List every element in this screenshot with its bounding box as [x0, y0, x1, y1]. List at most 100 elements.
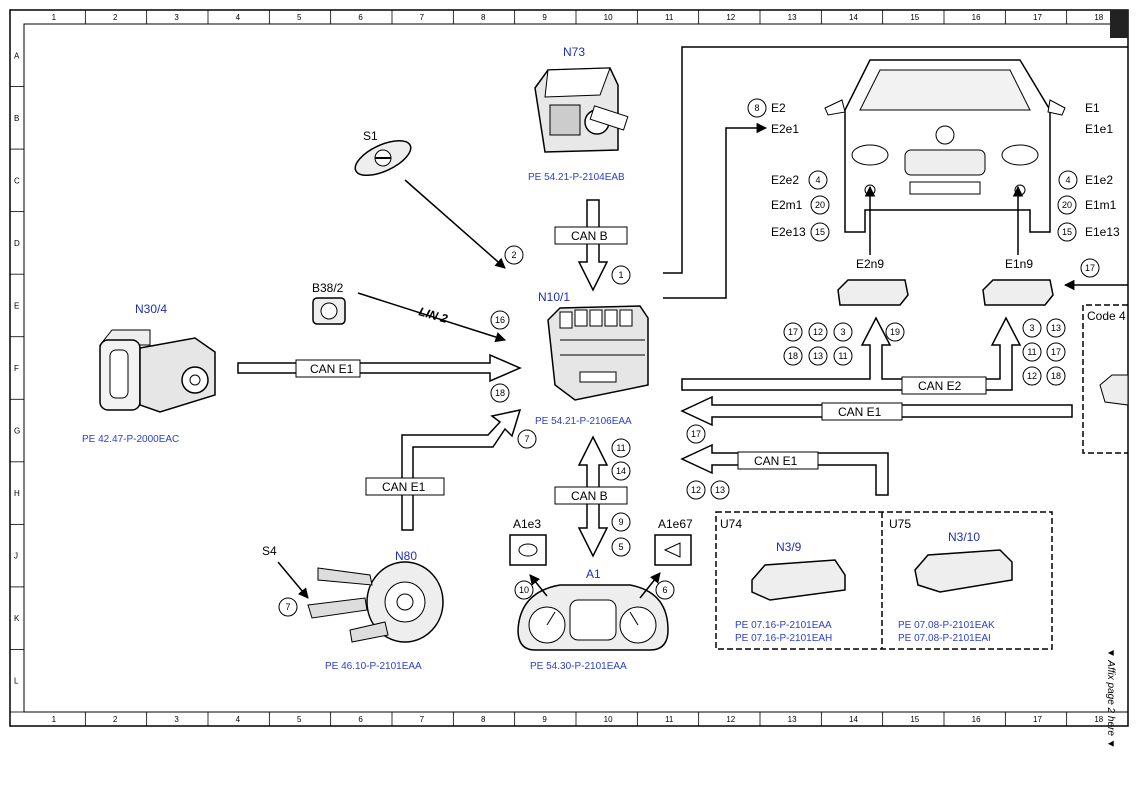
grid-column-label: 7	[420, 13, 425, 22]
n30-4-ref[interactable]: PE 42.47-P-2000EAC	[82, 434, 179, 445]
s4-label: S4	[262, 544, 277, 558]
can-b-top-label: CAN B	[571, 229, 608, 243]
grid-row-label: B	[14, 114, 19, 123]
n3-9-label: N3/9	[776, 540, 802, 554]
connector-marker	[783, 322, 803, 342]
grid-column-label: 6	[358, 13, 363, 22]
connector-marker	[514, 580, 534, 600]
lin2-label: LIN 2	[417, 304, 449, 326]
connector-marker-number: 4	[815, 175, 820, 185]
e1e2-label: E1e2	[1085, 173, 1113, 187]
connector-marker	[490, 310, 510, 330]
grid-column-label: 13	[788, 715, 797, 724]
connector-marker-number: 13	[715, 485, 725, 495]
e1n9-module: E1n9	[982, 257, 1054, 306]
a1e67-label: A1e67	[658, 517, 693, 531]
e1e1-label: E1e1	[1085, 122, 1113, 136]
e2n9-label: E2n9	[856, 257, 884, 271]
grid-column-label: 12	[726, 715, 735, 724]
connector-marker	[833, 322, 853, 342]
connector-marker-number: 3	[840, 327, 845, 337]
grid-column-label: 8	[481, 13, 486, 22]
connector-marker-number: 11	[616, 443, 625, 453]
left-lamp-labels: E2 E2e1 E2e2 E2m1 E2e13	[771, 101, 806, 239]
grid-column-label: 1	[52, 13, 57, 22]
grid-column-label: 10	[604, 715, 613, 724]
connector-marker	[611, 438, 631, 458]
n3-10-ref-a[interactable]: PE 07.08-P-2101EAK	[898, 620, 995, 631]
n80-ref[interactable]: PE 46.10-P-2101EAA	[325, 661, 422, 672]
connector-marker-number: 11	[1027, 347, 1036, 357]
a1-instrument-cluster: A1 PE 54.30-P-2101EAA A1e3 A1e67	[509, 517, 693, 672]
grid-column-label: 11	[665, 715, 674, 724]
connector-marker-number: 3	[1029, 323, 1034, 333]
n3-10-ref-b[interactable]: PE 07.08-P-2101EAI	[898, 633, 991, 644]
connector-marker	[278, 597, 298, 617]
connector-marker	[1046, 366, 1066, 386]
grid-column-label: 9	[542, 715, 547, 724]
u75-label: U75	[889, 517, 911, 531]
connector-marker-number: 12	[813, 327, 823, 337]
b38-2-sensor: B38/2	[312, 281, 346, 325]
lin2-line	[357, 292, 507, 343]
can-b-top-bus: CAN B	[554, 199, 628, 292]
u74-label: U74	[720, 517, 742, 531]
n10-1-module: N10/1 PE 54.21-P-2106EAA	[535, 290, 649, 427]
code-4-group: Code 4	[1082, 304, 1129, 454]
connector-marker	[747, 98, 767, 118]
grid-column-label: 4	[236, 13, 241, 22]
e2m1-label: E2m1	[771, 198, 803, 212]
connector-marker	[710, 480, 730, 500]
grid-column-label: 18	[1094, 13, 1103, 22]
n80-label: N80	[395, 549, 417, 563]
connector-marker	[1046, 342, 1066, 362]
grid-row-label: A	[14, 51, 20, 60]
a1-ref[interactable]: PE 54.30-P-2101EAA	[530, 661, 627, 672]
connector-marker	[611, 461, 631, 481]
grid-column-label: 2	[113, 13, 118, 22]
can-e1-mid-bus: CAN E1	[680, 443, 889, 496]
grid-column-label: 17	[1033, 13, 1042, 22]
s1-light-switch: S1	[354, 129, 412, 177]
grid-column-label: 3	[174, 13, 179, 22]
connector-marker-number: 15	[815, 227, 825, 237]
grid-row-label: F	[14, 364, 19, 373]
connector-marker-number: 20	[815, 200, 825, 210]
grid-row-label: E	[14, 301, 19, 310]
right-lamp-labels: E1 E1e1 E1e2 E1m1 E1e13	[1085, 101, 1120, 239]
n3-9-ref-a[interactable]: PE 07.16-P-2101EAA	[735, 620, 832, 631]
connector-marker	[1022, 342, 1042, 362]
n80-steering-column-module: S4 N80 PE 46.10-P-2101EAA	[262, 544, 444, 672]
can-e1-left-label: CAN E1	[310, 362, 354, 376]
connector-marker	[1046, 318, 1066, 338]
connector-marker	[686, 424, 706, 444]
e1n9-label: E1n9	[1005, 257, 1033, 271]
connector-marker	[808, 170, 828, 190]
grid-column-label: 10	[604, 13, 613, 22]
grid-column-label: 2	[113, 715, 118, 724]
connector-marker-number: 7	[285, 602, 290, 612]
grid-column-label: 5	[297, 13, 302, 22]
affix-note: ▼ Affix page 2 here ▼	[1105, 648, 1116, 749]
connector-marker-number: 5	[618, 542, 623, 552]
connector-marker-number: 18	[1051, 371, 1061, 381]
n73-ref[interactable]: PE 54.21-P-2104EAB	[528, 172, 625, 183]
connector-marker-number: 19	[890, 327, 900, 337]
grid-column-label: 8	[481, 715, 486, 724]
connector-marker-number: 17	[691, 429, 701, 439]
grid-column-label: 11	[665, 13, 674, 22]
n3-9-ref-b[interactable]: PE 07.16-P-2101EAH	[735, 633, 832, 644]
connector-marker-number: 16	[495, 315, 505, 325]
a1-label: A1	[586, 567, 601, 581]
grid-row-label: H	[14, 489, 20, 498]
grid-column-label: 3	[174, 715, 179, 724]
connector-marker	[686, 480, 706, 500]
n10-1-ref[interactable]: PE 54.21-P-2106EAA	[535, 416, 632, 427]
grid-column-label: 1	[52, 715, 57, 724]
connector-marker	[1057, 222, 1077, 242]
vehicle-front-view	[824, 59, 1066, 233]
grid-column-label: 17	[1033, 715, 1042, 724]
connector-marker	[783, 346, 803, 366]
page-tab	[1110, 10, 1128, 38]
connector-marker	[1080, 258, 1100, 278]
